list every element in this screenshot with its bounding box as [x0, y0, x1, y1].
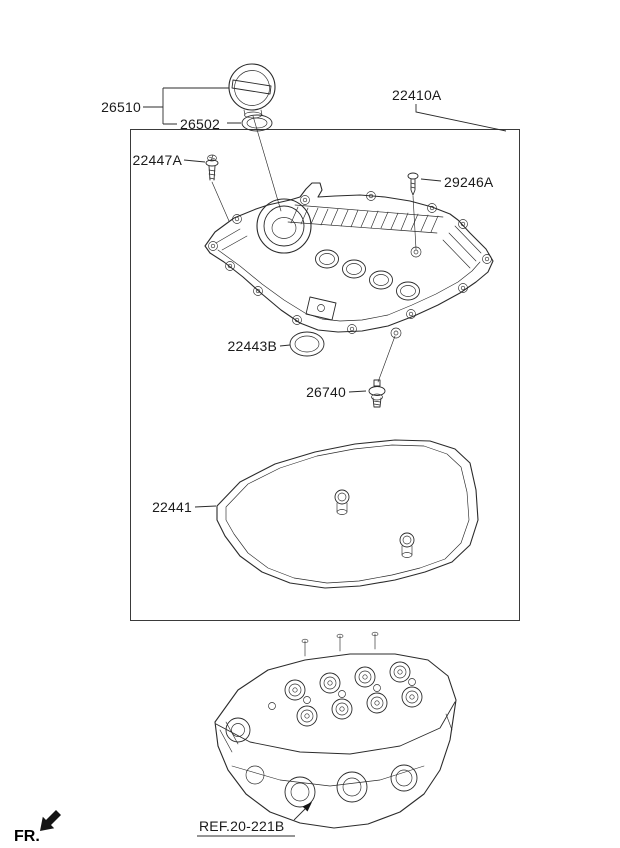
assembly-boundary-box: [130, 129, 520, 621]
cap-gasket-drawing: [241, 114, 273, 132]
gasket-grommet: [334, 489, 350, 515]
reference-arrow-line: [293, 808, 306, 821]
leader-lines: [143, 87, 507, 508]
cylinder-head-drawing: [214, 631, 457, 829]
callout-bolt: 22447A: [133, 152, 183, 168]
callout-oil-cap: 26510: [101, 99, 141, 115]
fr-label: FR.: [14, 828, 40, 845]
reference-link[interactable]: REF.20-221B: [197, 802, 312, 837]
valve-cover-drawing: [204, 182, 494, 339]
head-bolt-holes: [268, 678, 416, 710]
reference-arrowhead-icon: [302, 802, 312, 812]
vent-valve-29246A-drawing: [407, 172, 419, 196]
reference-label[interactable]: REF.20-221B: [199, 818, 284, 834]
plug-tube-holes: [315, 249, 420, 301]
bolt-22447A-drawing: [205, 154, 219, 181]
callout-vent-valve: 29246A: [444, 174, 494, 190]
fr-orientation-marker: FR.: [14, 810, 61, 845]
callout-cover-assembly: 22410A: [392, 87, 442, 103]
assembly-lines: [211, 115, 417, 383]
callout-pcv-valve: 26740: [306, 384, 346, 400]
valve-spring-bores: [284, 661, 423, 727]
cover-bolt-bosses: [208, 191, 492, 334]
callout-cap-gasket: 26502: [180, 116, 220, 132]
fr-direction-arrow-icon: [40, 810, 61, 831]
callout-plug-tube-seal: 22443B: [228, 338, 277, 354]
callout-cover-gasket: 22441: [152, 499, 192, 515]
gasket-grommet: [399, 532, 415, 558]
pcv-valve-drawing: [368, 379, 386, 408]
plug-tube-seal-drawing: [289, 331, 325, 357]
cover-gasket-drawing: [216, 439, 479, 589]
oil-cap-drawing: [228, 63, 276, 119]
